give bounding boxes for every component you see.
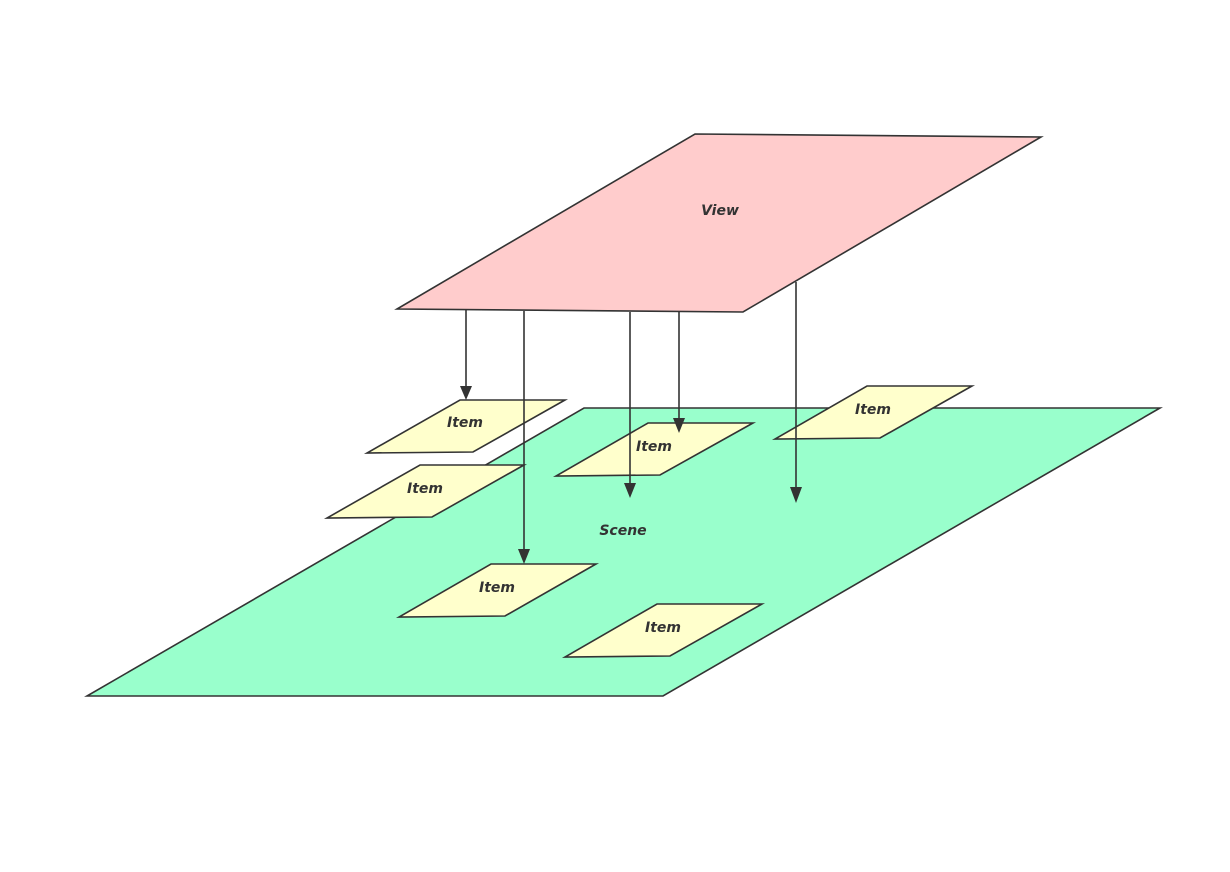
item-plane-6[interactable]: Item [561,603,766,658]
view-plane[interactable]: View [394,133,1044,313]
item-label: Item [407,481,443,497]
item-plane-1[interactable]: Item [363,399,569,454]
item-label: Item [479,580,515,596]
item-shape [771,385,976,440]
arrow-1 [460,310,472,400]
item-shape [323,464,528,519]
item-label: Item [855,402,891,418]
item-label: Item [645,620,681,636]
scene-label: Scene [599,523,646,539]
view-label: View [701,203,739,219]
arrow-4 [673,312,685,433]
scene-plane[interactable]: Scene [84,407,1163,697]
item-plane-3[interactable]: Item [552,422,757,477]
scene-shape [84,407,1163,697]
view-shape [394,133,1044,313]
item-shape [552,422,757,477]
item-label: Item [636,439,672,455]
arrow-5 [790,282,802,503]
item-plane-2[interactable]: Item [323,464,528,519]
item-shape [561,603,766,658]
item-shape [363,399,569,454]
item-plane-4[interactable]: Item [771,385,976,440]
item-label: Item [447,415,483,431]
arrow-2 [518,311,530,564]
item-plane-5[interactable]: Item [395,563,600,618]
arrow-3 [624,312,636,498]
item-shape [395,563,600,618]
